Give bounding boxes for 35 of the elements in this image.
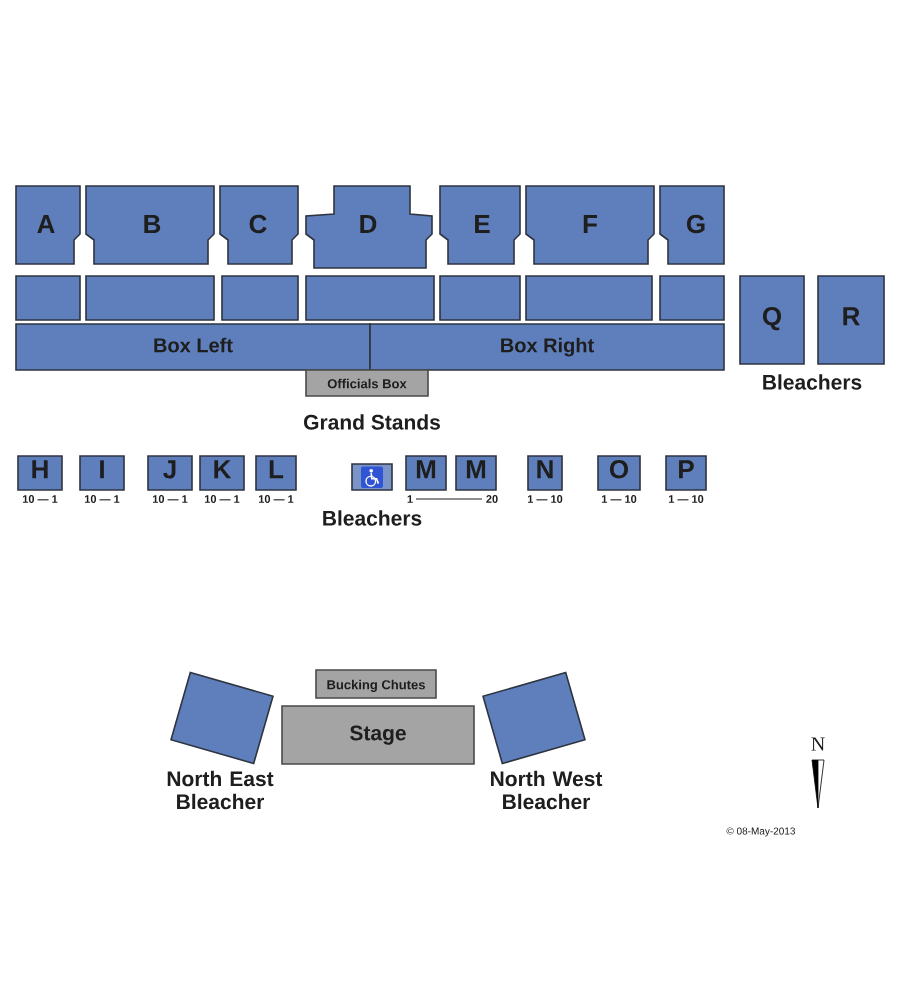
stage-box: Stage (281, 705, 475, 765)
seating-section: A (15, 185, 81, 265)
seating-section: O (597, 455, 641, 491)
seating-section (659, 275, 725, 321)
seating-section (439, 275, 521, 321)
seating-section: J (147, 455, 193, 491)
seating-section: K (199, 455, 245, 491)
seating-section: M (455, 455, 497, 491)
seating-section: B (85, 185, 215, 265)
section-caption: Bleachers (763, 374, 862, 390)
section-caption: Grand Stands (304, 414, 440, 430)
seating-section (221, 275, 299, 321)
seating-section: M (405, 455, 447, 491)
seating-section (525, 275, 653, 321)
seating-section: I (79, 455, 125, 491)
seating-section: R (817, 275, 885, 365)
seating-section: E (439, 185, 521, 265)
bleacher-section (170, 671, 274, 765)
seating-section: P (665, 455, 707, 491)
bleacher-section (482, 671, 586, 765)
seating-section: D (305, 185, 433, 269)
seating-section: L (255, 455, 297, 491)
section-caption: Bleachers (323, 510, 422, 526)
seating-section: C (219, 185, 299, 265)
seating-section (15, 275, 81, 321)
seating-section: F (525, 185, 655, 265)
seating-section: N (527, 455, 563, 491)
seating-section: H (17, 455, 63, 491)
compass-letter: N (811, 737, 825, 751)
section-caption: North East Bleacher (167, 770, 274, 810)
seating-section (85, 275, 215, 321)
section-caption: North West Bleacher (491, 770, 603, 810)
seating-section: Q (739, 275, 805, 365)
seating-section: G (659, 185, 725, 265)
seating-section (305, 275, 435, 321)
